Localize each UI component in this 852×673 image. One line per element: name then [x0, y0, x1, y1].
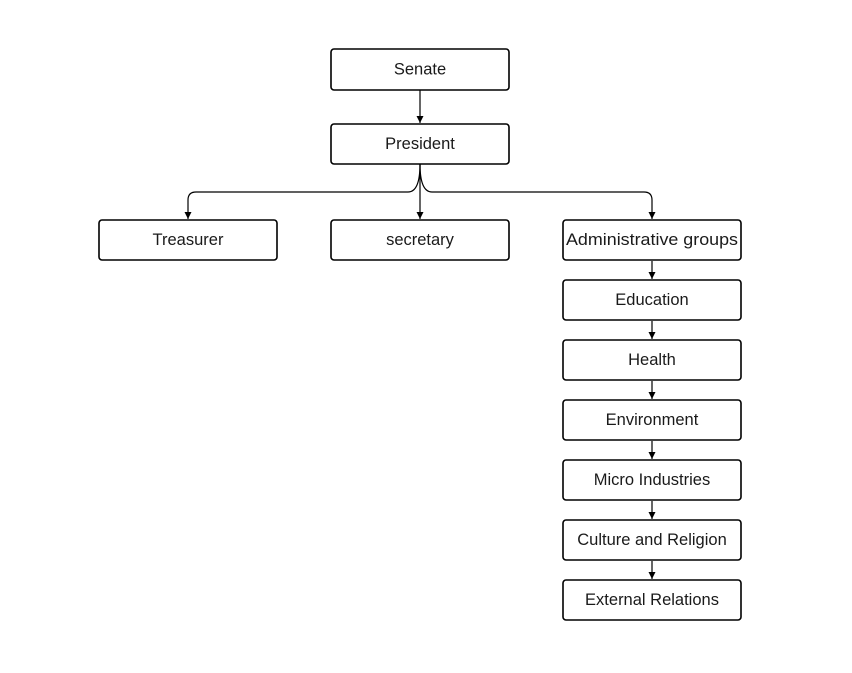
node-treasurer-label: Treasurer	[153, 231, 224, 249]
node-administrative-groups-box	[562, 219, 742, 261]
node-senate-label: Senate	[394, 61, 446, 79]
node-culture-and-religion[interactable]: Culture and Religion	[562, 519, 742, 561]
node-health-label: Health	[628, 351, 676, 369]
edge-president-treasurer	[184, 163, 421, 219]
node-education-box	[562, 279, 742, 321]
edges	[184, 90, 656, 579]
edge-president-administrative-groups	[419, 163, 656, 219]
node-external-relations-box	[562, 579, 742, 621]
node-secretary[interactable]: secretary	[330, 219, 510, 261]
node-treasurer-box	[98, 219, 278, 261]
node-president[interactable]: President	[330, 123, 510, 165]
node-health-box	[562, 339, 742, 381]
node-external-relations-label: External Relations	[585, 591, 719, 609]
node-senate-box	[330, 48, 510, 91]
node-micro-industries[interactable]: Micro Industries	[562, 459, 742, 501]
node-administrative-groups[interactable]: Administrative groups	[562, 219, 742, 261]
node-president-label: President	[385, 135, 455, 153]
node-education-label: Education	[615, 291, 688, 309]
node-secretary-box	[330, 219, 510, 261]
node-environment-label: Environment	[606, 411, 699, 429]
node-president-box	[330, 123, 510, 165]
node-environment[interactable]: Environment	[562, 399, 742, 441]
node-external-relations[interactable]: External Relations	[562, 579, 742, 621]
node-secretary-label: secretary	[386, 231, 455, 249]
node-micro-industries-box	[562, 459, 742, 501]
node-senate[interactable]: Senate	[330, 48, 510, 91]
node-administrative-groups-label: Administrative groups	[566, 231, 738, 249]
node-micro-industries-label: Micro Industries	[594, 471, 710, 489]
node-environment-box	[562, 399, 742, 441]
node-culture-and-religion-box	[562, 519, 742, 561]
node-culture-and-religion-label: Culture and Religion	[577, 531, 727, 549]
node-treasurer[interactable]: Treasurer	[98, 219, 278, 261]
node-health[interactable]: Health	[562, 339, 742, 381]
node-education[interactable]: Education	[562, 279, 742, 321]
